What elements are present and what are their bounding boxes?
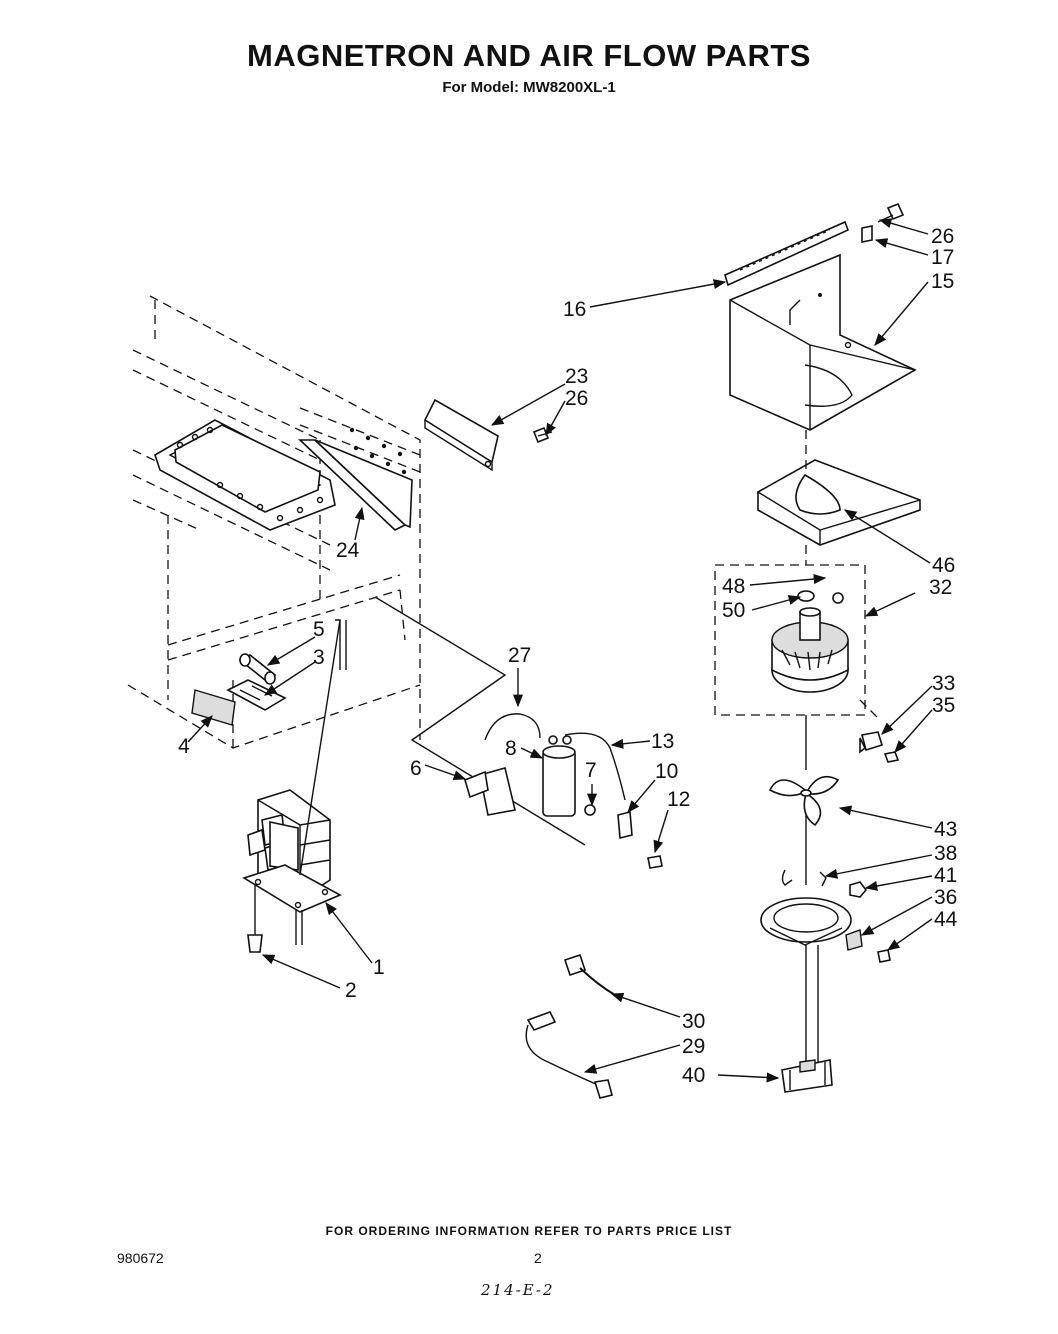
callout-50: 50 — [722, 599, 745, 622]
transformer-part-1 — [242, 789, 342, 913]
bracket-part-23 — [423, 398, 499, 472]
callout-23: 23 — [565, 365, 588, 388]
callout-41: 41 — [934, 864, 957, 887]
diode-part-10 — [617, 810, 633, 840]
callout-33: 33 — [932, 672, 955, 695]
callout-30: 30 — [682, 1010, 705, 1033]
thermal-part-33 — [859, 731, 883, 754]
callout-24: 24 — [336, 539, 360, 562]
callout-26a: 26 — [931, 225, 954, 248]
motor-mount-part-38 — [781, 869, 827, 887]
callout-36: 36 — [934, 886, 957, 909]
callout-7: 7 — [585, 759, 597, 782]
document-number: 980672 — [117, 1250, 164, 1266]
callout-8: 8 — [505, 737, 517, 760]
callout-35: 35 — [932, 694, 955, 717]
page-title: MAGNETRON AND AIR FLOW PARTS — [247, 38, 811, 73]
callout-46: 46 — [932, 554, 955, 577]
callout-40: 40 — [682, 1064, 705, 1087]
handwritten-note: 214-E-2 — [481, 1281, 555, 1299]
model-line: For Model: MW8200XL-1 — [442, 79, 616, 96]
fan-motor-assembly-part-32 — [714, 564, 866, 716]
cover-part-4 — [191, 689, 236, 726]
air-guide-part-24 — [297, 439, 413, 531]
screw-part-12 — [647, 855, 663, 869]
callout-labels: 26 17 15 16 23 26 24 46 48 32 50 5 3 27 … — [178, 225, 958, 1087]
callout-10: 10 — [655, 760, 678, 783]
callout-32: 32 — [929, 576, 952, 599]
screw-part-35 — [883, 751, 900, 763]
wire-part-29 — [525, 1011, 613, 1099]
callout-48: 48 — [722, 575, 745, 598]
callout-4: 4 — [178, 735, 190, 758]
plate-part-46 — [757, 459, 921, 546]
callout-44: 44 — [934, 908, 958, 931]
screw-part-26a — [877, 202, 905, 223]
callout-17: 17 — [931, 246, 954, 269]
screw-part-26b — [532, 426, 553, 444]
callout-5: 5 — [313, 618, 325, 641]
duct-part-15 — [729, 253, 917, 431]
ordering-note: FOR ORDERING INFORMATION REFER TO PARTS … — [325, 1224, 733, 1238]
callout-38: 38 — [934, 842, 957, 865]
screw-part-2 — [247, 934, 263, 953]
callout-3: 3 — [313, 646, 325, 669]
wire-part-30 — [563, 953, 616, 996]
callout-27: 27 — [508, 644, 531, 667]
washer-part-17 — [861, 225, 873, 243]
callout-29: 29 — [682, 1035, 705, 1058]
callout-12: 12 — [667, 788, 690, 811]
screw-part-44 — [877, 949, 891, 963]
magnetron-plate — [154, 419, 336, 531]
callout-6: 6 — [410, 757, 422, 780]
motor-bracket-ring — [760, 897, 852, 946]
callout-15: 15 — [931, 270, 954, 293]
fuse-holder-part-3 — [226, 679, 287, 711]
callout-43: 43 — [934, 818, 957, 841]
page-number: 2 — [534, 1250, 542, 1266]
clip-part-36 — [845, 929, 863, 951]
callout-1: 1 — [373, 956, 385, 979]
callout-26b: 26 — [565, 387, 588, 410]
strip-part-16 — [724, 220, 850, 287]
wire-line — [299, 619, 341, 876]
fuse-part-5 — [238, 653, 277, 685]
callout-16: 16 — [563, 298, 586, 321]
nut-part-41 — [849, 881, 868, 898]
fan-blade-part-43 — [768, 775, 840, 827]
callout-13: 13 — [651, 730, 674, 753]
callout-2: 2 — [345, 979, 357, 1002]
leader-lines — [187, 218, 933, 1083]
capacitor-assembly-part-27 — [374, 596, 626, 846]
motor-base-part-40 — [781, 1059, 833, 1093]
